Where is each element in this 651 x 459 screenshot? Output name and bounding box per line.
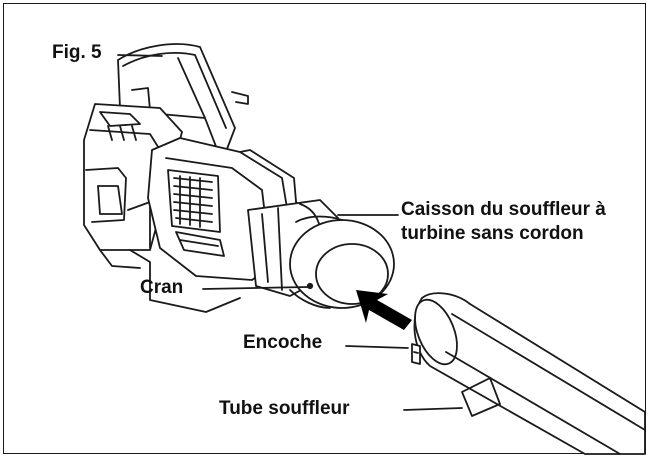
housing-callout-line2: turbine sans cordon: [401, 223, 584, 244]
insertion-arrow: [356, 290, 412, 330]
notch-small-callout: Cran: [140, 277, 184, 298]
figure-label: Fig. 5: [52, 42, 102, 63]
leader-encoche: [345, 345, 409, 349]
housing-callout-line1: Caisson du souffleur à: [401, 199, 606, 220]
notch-callout: Encoche: [243, 332, 323, 353]
leader-tube: [403, 407, 463, 411]
leader-fig: [117, 54, 163, 57]
leader-cran: [202, 286, 309, 290]
blower-tube-drawing: [411, 292, 646, 455]
housing-callout: Caisson du souffleur à turbine sans cord…: [401, 198, 606, 246]
nozzle-drawing: [247, 199, 395, 309]
tube-callout: Tube souffleur: [219, 398, 350, 419]
